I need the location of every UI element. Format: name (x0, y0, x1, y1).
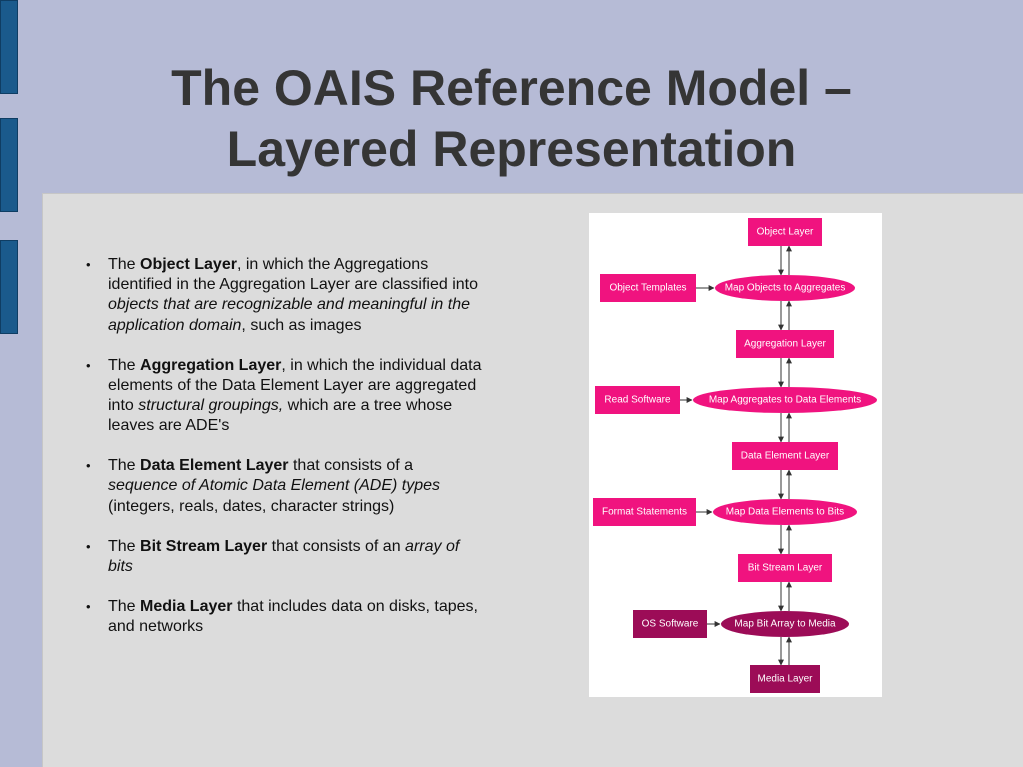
slide-title-line-2: Layered Representation (226, 121, 797, 177)
bullet-term: Media Layer (140, 597, 233, 615)
bullet-bit-stream-layer: The Bit Stream Layer that consists of an… (84, 537, 484, 577)
process-node-map-aggregates-to-data-elements (693, 387, 877, 413)
bullet-data-element-layer: The Data Element Layer that consists of … (84, 456, 484, 517)
bullet-list: The Object Layer, in which the Aggregati… (84, 255, 484, 657)
slide-title-line-1: The OAIS Reference Model – (171, 60, 852, 116)
slide-title: The OAIS Reference Model – Layered Repre… (0, 58, 1023, 180)
bullet-emphasis: array of bits (108, 537, 460, 575)
layer-label-bit-stream-layer: Bit Stream Layer (748, 563, 823, 574)
layer-box-bit-stream-layer (738, 554, 832, 582)
layer-label-aggregation-layer: Aggregation Layer (744, 339, 826, 350)
input-box-read-software (595, 386, 680, 414)
process-node-map-objects-to-aggregates (715, 275, 855, 301)
layer-box-media-layer (750, 665, 820, 693)
layer-box-data-element-layer (732, 442, 838, 470)
bullet-term: Object Layer (140, 256, 237, 273)
bullet-term: Data Element Layer (140, 457, 289, 475)
input-label-os-software: OS Software (642, 619, 699, 630)
input-box-object-templates (600, 274, 696, 302)
side-tab-3 (0, 240, 18, 334)
bullet-aggregation-layer: The Aggregation Layer, in which the indi… (84, 356, 484, 437)
side-tab-1 (0, 0, 18, 94)
layer-box-object-layer (748, 218, 822, 246)
process-label-map-bit-array-to-media: Map Bit Array to Media (734, 619, 836, 630)
process-label-map-objects-to-aggregates: Map Objects to Aggregates (725, 283, 846, 294)
process-label-map-aggregates-to-data-elements: Map Aggregates to Data Elements (709, 395, 861, 406)
process-node-map-bit-array-to-media (721, 611, 849, 637)
layer-label-object-layer: Object Layer (757, 227, 814, 238)
input-label-object-templates: Object Templates (609, 283, 686, 294)
layer-label-media-layer: Media Layer (757, 674, 813, 685)
input-label-read-software: Read Software (604, 395, 671, 406)
process-node-map-data-elements-to-bits (713, 499, 857, 525)
input-box-os-software (633, 610, 707, 638)
bullet-emphasis: objects that are recognizable and meanin… (108, 296, 471, 334)
layer-box-aggregation-layer (736, 330, 834, 358)
bullet-emphasis: sequence of Atomic Data Element (ADE) ty… (108, 477, 440, 495)
input-box-format-statements (593, 498, 696, 526)
bullet-object-layer: The Object Layer, in which the Aggregati… (84, 255, 484, 336)
bullet-emphasis: structural groupings, (138, 397, 284, 415)
bullet-term: Bit Stream Layer (140, 537, 268, 555)
bullet-media-layer: The Media Layer that includes data on di… (84, 597, 484, 637)
bullet-term: Aggregation Layer (140, 356, 282, 374)
side-tab-2 (0, 118, 18, 212)
layer-label-data-element-layer: Data Element Layer (741, 451, 830, 462)
input-label-format-statements: Format Statements (602, 507, 687, 518)
process-label-map-data-elements-to-bits: Map Data Elements to Bits (726, 507, 844, 518)
